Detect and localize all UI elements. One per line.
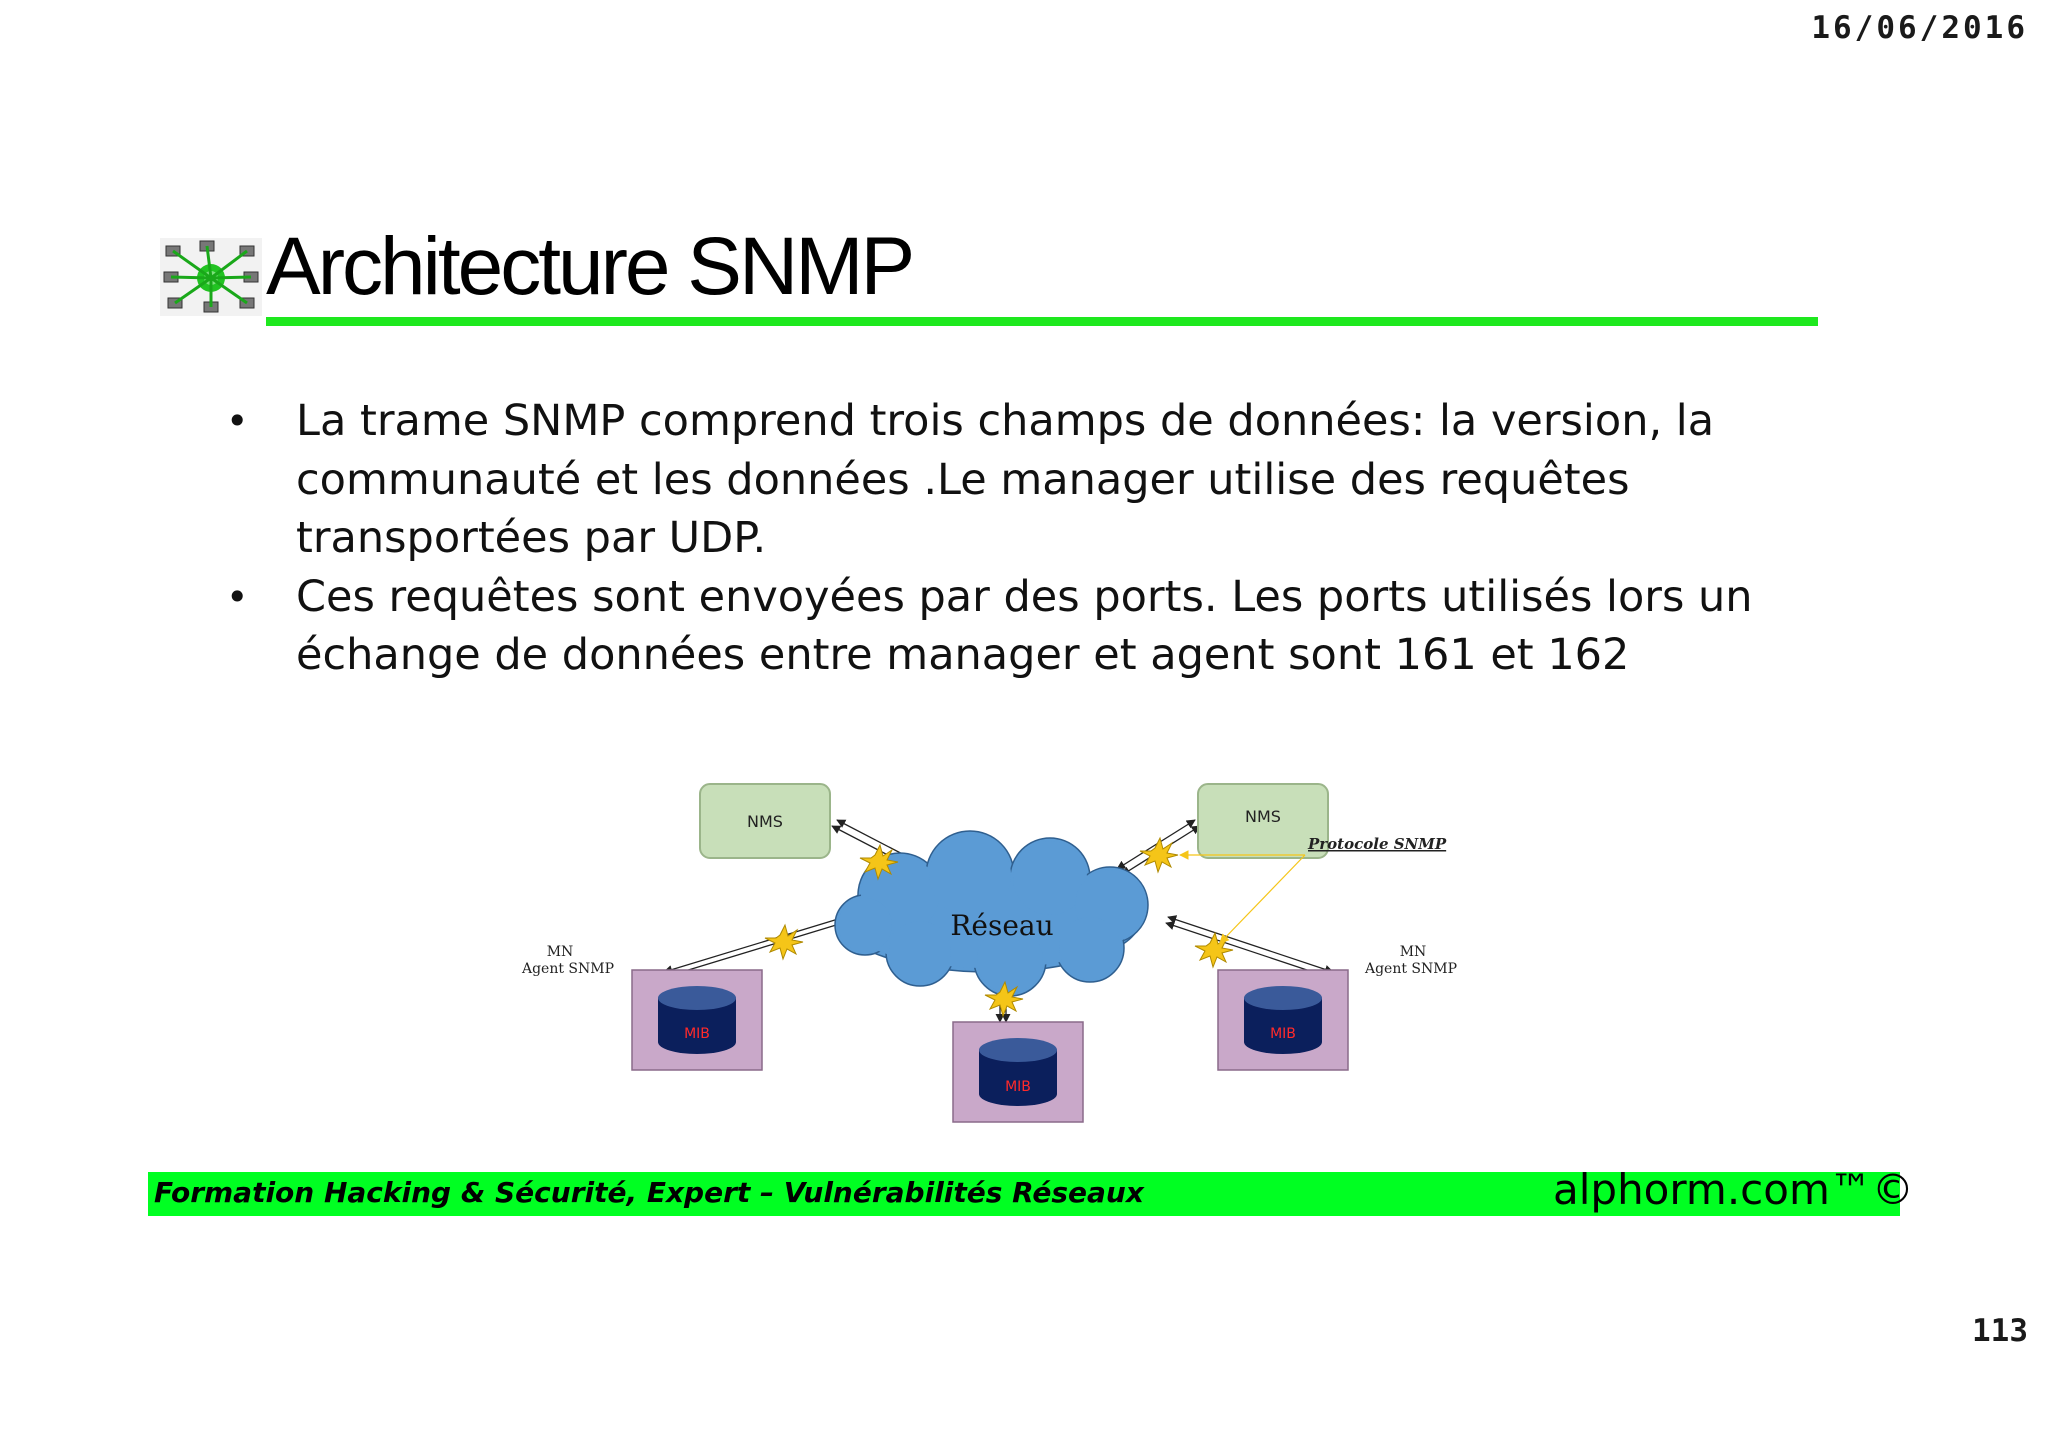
star-icon <box>1139 836 1179 874</box>
star-icon <box>1194 931 1234 969</box>
mib-node-center: MIB <box>952 1021 1084 1123</box>
footer-bar <box>148 1172 1900 1216</box>
protocol-annotation: Protocole SNMP <box>1179 835 1447 944</box>
footer-course-title: Formation Hacking & Sécurité, Expert – V… <box>154 1176 1144 1209</box>
bullet-item: • Ces requêtes sont envoyées par des por… <box>222 568 1782 685</box>
snmp-architecture-diagram: NMS NMS Réseau <box>521 783 1457 1123</box>
bullet-text: Ces requêtes sont envoyées par des ports… <box>296 571 1753 681</box>
mib-node-right: MIB <box>1217 969 1349 1071</box>
cloud-label: Réseau <box>950 909 1053 942</box>
bullet-text: La trame SNMP comprend trois champs de d… <box>296 396 1715 563</box>
mib-label: MIB <box>1270 1026 1296 1042</box>
bullet-list: • La trame SNMP comprend trois champs de… <box>222 392 1782 685</box>
bullet-icon: • <box>226 574 249 619</box>
footer-brand: alphorm.com™© <box>1553 1165 1914 1214</box>
slide-date: 16/06/2016 <box>1811 10 2028 46</box>
bullet-item: • La trame SNMP comprend trois champs de… <box>222 392 1782 568</box>
nms-label: NMS <box>747 812 783 831</box>
agent-label-line1: MN <box>1400 944 1427 960</box>
network-logo-icon <box>160 238 262 316</box>
bullet-icon: • <box>226 399 249 443</box>
star-icon <box>764 923 804 961</box>
agent-label-line1: MN <box>547 944 574 960</box>
nms-node-right: NMS <box>1197 783 1329 859</box>
title-underline <box>266 317 1818 326</box>
star-icon <box>859 843 899 881</box>
agent-label-line2: Agent SNMP <box>1364 961 1457 977</box>
nms-label: NMS <box>1245 807 1281 826</box>
star-icon <box>984 980 1024 1018</box>
protocol-label: Protocole SNMP <box>1307 835 1447 853</box>
nms-node-left: NMS <box>699 783 831 859</box>
mib-node-left: MIB <box>631 969 763 1071</box>
mib-label: MIB <box>684 1026 710 1042</box>
page-number: 113 <box>1972 1313 2028 1349</box>
mib-label: MIB <box>1005 1079 1031 1095</box>
slide-title: Architecture SNMP <box>266 221 915 312</box>
agent-label-line2: Agent SNMP <box>521 961 614 977</box>
